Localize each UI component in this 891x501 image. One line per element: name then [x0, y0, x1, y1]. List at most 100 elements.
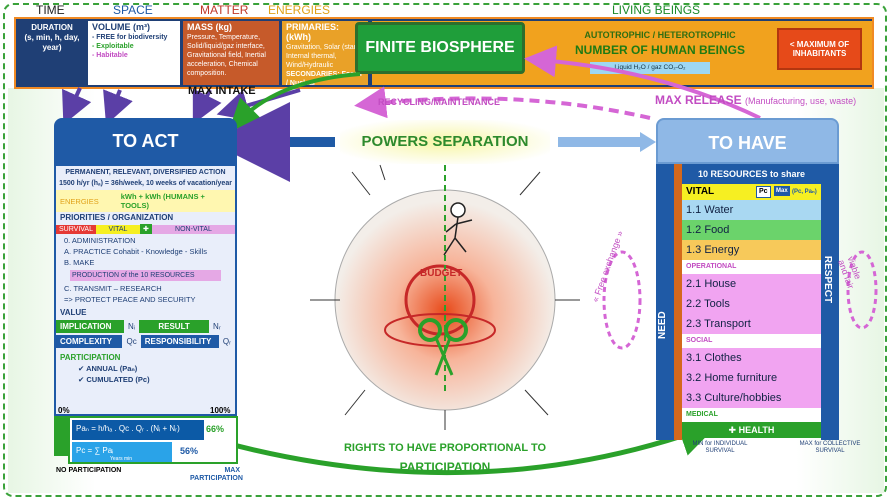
resource-water: 1.1 Water — [682, 200, 821, 220]
plus-icon: ✚ — [139, 224, 152, 234]
pc-tag: Pc — [756, 186, 771, 198]
max-intake-label: MAX INTAKE — [188, 85, 256, 97]
list-item: B. MAKE — [64, 258, 95, 267]
max-release-text: MAX RELEASE — [655, 93, 742, 107]
max-participation: MAX PARTICIPATION — [190, 467, 243, 482]
respect-label: RESPECT — [821, 255, 833, 304]
mass-title: MASS (kg) — [187, 22, 232, 32]
formula-annual: Paₙ = h/hₐ . Qc . Qᵣ . (Nᵢ + Nᵣ) — [72, 420, 204, 440]
responsibility-tag: RESPONSIBILITY — [140, 335, 219, 348]
resource-transport: 2.3 Transport — [682, 314, 821, 334]
header-energies: ENERGIES — [268, 3, 331, 17]
formula-cumulated-value: 56% — [180, 446, 199, 456]
stick-figure-icon — [443, 202, 473, 256]
max-for-label: MAX for COLLECTIVE SURVIVAL — [799, 441, 861, 454]
qr-label: Qᵣ — [222, 337, 231, 346]
recycling-label: RECYCLING/MAINTENANCE — [378, 97, 501, 107]
annual-label: ANNUAL (Paₙ) — [86, 364, 138, 373]
respect-bar — [821, 164, 839, 440]
energies-row: ENERGIES kWh + kWh (HUMANS + TOOLS) — [56, 190, 235, 212]
need-label: NEED — [657, 311, 668, 339]
pc-pa-label: (Pc, Paₙ) — [792, 189, 817, 195]
social-label: SOCIAL — [682, 334, 821, 348]
resources-heading: 10 RESOURCES to share — [682, 164, 821, 184]
pct-zero: 0% — [58, 406, 70, 415]
medical-label: MEDICAL — [682, 408, 821, 422]
viable-loop — [846, 250, 878, 330]
formula-years: Years min — [110, 456, 133, 462]
number-human-beings: NUMBER OF HUMAN BEINGS — [575, 43, 745, 57]
resource-energy: 1.3 Energy — [682, 240, 821, 260]
resource-furniture: 3.2 Home furniture — [682, 368, 821, 388]
resource-tools: 2.2 Tools — [682, 294, 821, 314]
priorities-heading: PRIORITIES / ORGANIZATION — [60, 213, 174, 222]
complexity-tag: COMPLEXITY — [56, 335, 123, 348]
vital-row: VITAL Pc Max (Pc, Paₙ) — [682, 184, 821, 200]
energy-title: PRIMARIES: (kWh) — [286, 22, 340, 42]
resource-culture: 3.3 Culture/hobbies — [682, 388, 821, 408]
free-exchange-loop — [602, 250, 642, 350]
participation-label: PARTICIPATION — [399, 460, 491, 474]
value-heading: VALUE — [60, 308, 87, 317]
energies-label: ENERGIES — [60, 196, 99, 206]
resources-list: 1.1 Water 1.2 Food 1.3 Energy OPERATIONA… — [682, 200, 821, 438]
min-for-label: MIN for INDIVIDUAL SURVIVAL — [692, 441, 748, 454]
cumulated-item: ✔ CUMULATED (Pc) — [78, 375, 150, 384]
value-row-1: IMPLICATION Nᵢ RESULT Nᵣ — [56, 320, 235, 333]
list-item: 0. ADMINISTRATION — [64, 236, 136, 245]
need-bar — [656, 164, 674, 440]
resource-house: 2.1 House — [682, 274, 821, 294]
arrow-volume — [103, 89, 133, 125]
list-item: C. TRANSMIT – RESEARCH — [64, 284, 162, 293]
to-have-panel: NEED RESPECT 10 RESOURCES to share VITAL… — [656, 164, 839, 440]
hours-per-year: 1500 h/yr (hₐ) = 36h/week, 10 weeks of v… — [59, 180, 232, 187]
header-matter: MATTER — [200, 3, 249, 17]
ni-label: Nᵢ — [128, 322, 136, 331]
no-participation: NO PARTICIPATION — [56, 467, 122, 474]
mass-cell: MASS (kg) Pressure, Temperature, Solid/l… — [183, 21, 279, 85]
priorities-row: SURVIVAL VITAL ✚ NON-VITAL — [56, 224, 235, 234]
outer-frame — [3, 3, 887, 497]
finite-biosphere-box: FINITE BIOSPHERE — [355, 22, 525, 74]
arrow-max-intake — [228, 72, 361, 132]
rays-decoration — [310, 164, 580, 430]
max-release-label: MAX RELEASE (Manufacturing, use, waste) — [655, 93, 856, 107]
pct-hundred: 100% — [210, 406, 231, 415]
arrow-max-release — [524, 45, 761, 120]
energy-text: Gravitation, Solar (star), Internal ther… — [286, 44, 361, 69]
nonvital-tag: NON-VITAL — [151, 224, 235, 234]
value-row-2: COMPLEXITY Qc RESPONSIBILITY Qᵣ — [56, 335, 235, 348]
resource-food: 1.2 Food — [682, 220, 821, 240]
formula-annual-value: 66% — [206, 424, 225, 434]
rights-label: RIGHTS TO HAVE PROPORTIONAL TO — [343, 442, 547, 454]
volume-habitable: - Habitable — [92, 52, 128, 59]
health-row: ✚ HEALTH — [682, 422, 821, 438]
formula-cumulated: Pc = ∑ Paᵢ — [72, 442, 172, 462]
mass-text: Pressure, Temperature, Solid/liquid/gaz … — [187, 34, 266, 77]
result-tag: RESULT — [139, 320, 210, 333]
need-scale — [674, 164, 682, 440]
header-living-beings: LIVING BEINGS — [612, 3, 701, 17]
autotrophic-label: AUTOTROPHIC / HETEROTROPHIC — [584, 30, 736, 40]
vital-tag: VITAL — [95, 224, 140, 234]
permanent-action: PERMANENT, RELEVANT, DIVERSIFIED ACTION — [65, 169, 226, 176]
formula-box: Paₙ = h/hₐ . Qc . Qᵣ . (Nᵢ + Nᵣ) 66% Pc … — [68, 416, 238, 464]
header-space: SPACE — [113, 3, 153, 17]
participation-heading: PARTICIPATION — [60, 353, 121, 362]
max-release-note: (Manufacturing, use, waste) — [745, 96, 857, 106]
resource-clothes: 3.1 Clothes — [682, 348, 821, 368]
max-inhabitants-box: < MAXIMUM OF INHABITANTS — [777, 28, 862, 70]
volume-title: VOLUME (m³) — [92, 22, 150, 32]
powers-separation: POWERS SEPARATION — [340, 120, 550, 164]
qc-label: Qc — [126, 337, 137, 346]
health-label: HEALTH — [738, 425, 775, 435]
max-tag: Max — [774, 186, 790, 196]
volume-cell: VOLUME (m³) - FREE for biodiversity - Ex… — [88, 21, 180, 85]
cumulated-label: CUMULATED (Pc) — [86, 375, 150, 384]
formula-area: Paₙ = h/hₐ . Qc . Qᵣ . (Nᵢ + Nᵣ) 66% Pc … — [54, 416, 238, 468]
duration-cell: DURATION (s, min, h, day, year) — [24, 23, 80, 52]
kwh-label: kWh + kWh (HUMANS + TOOLS) — [120, 192, 205, 210]
header-time: TIME — [36, 3, 65, 17]
operational-label: OPERATIONAL — [682, 260, 821, 274]
